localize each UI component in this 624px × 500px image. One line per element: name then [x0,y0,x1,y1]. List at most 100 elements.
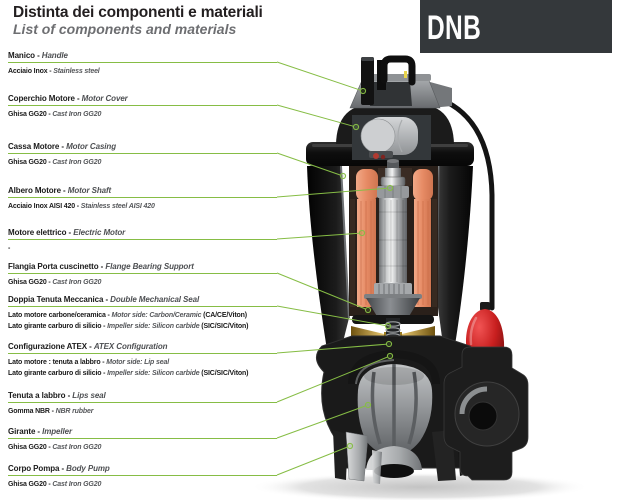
leader-endpoint [359,87,367,95]
component-row: Flangia Porta cuscinetto - Flange Bearin… [8,262,277,288]
leader-line [276,305,386,326]
callout-rule [8,475,277,476]
page-title: Distinta dei componenti e materiali [13,4,263,21]
material-line: Ghisa GG20 - Cast Iron GG20 [8,279,102,286]
callout-rule [8,62,277,63]
component-row: Cassa Motore - Motor Casing Ghisa GG20 -… [8,142,277,168]
component-materials: Ghisa GG20 - Cast Iron GG20 [8,277,277,288]
leader-line [276,104,354,127]
callout-rule [8,105,277,106]
component-name-it: Girante [8,427,36,436]
component-name-en: Flange Bearing Support [105,262,194,271]
component-materials: Gomma NBR - NBR rubber [8,406,277,417]
component-name-en: Motor Shaft [67,186,112,195]
component-materials: - [8,243,277,254]
material-line: Ghisa GG20 - Cast Iron GG20 [8,444,102,451]
callout-rule [8,153,277,154]
component-name: Tenuta a labbro - Lips seal [8,391,106,400]
leader-line [276,446,348,476]
leader-endpoint [386,352,394,360]
model-badge-label: DNB [427,9,482,47]
leader-endpoint [339,172,347,180]
leader-lines [276,61,394,476]
component-row: Doppia Tenuta Meccanica - Double Mechani… [8,295,277,332]
handle [349,55,452,109]
leader-line [276,187,388,198]
material-line: Ghisa GG20 - Cast Iron GG20 [8,159,102,166]
material-line: Lato motore carbone/ceramica - Motor sid… [8,312,247,319]
component-name-it: Cassa Motore [8,142,60,151]
component-materials: Acciaio Inox - Stainless steel [8,66,277,77]
leader-line [276,152,341,176]
component-materials: Ghisa GG20 - Cast Iron GG20 [8,479,277,490]
leader-endpoint [386,184,394,192]
component-materials: Acciaio Inox AISI 420 - Stainless steel … [8,201,277,212]
callout-rule [8,239,277,240]
component-name: Coperchio Motore - Motor Cover [8,94,128,103]
component-name-en: Motor Cover [81,94,128,103]
component-name: Girante - Impeller [8,427,73,436]
model-badge: DNB [420,0,612,53]
component-name: Albero Motore - Motor Shaft [8,186,112,195]
component-name-en: Handle [41,51,68,60]
power-cable [361,57,374,105]
leader-line [276,232,360,240]
component-name-en: ATEX Configuration [93,342,168,351]
callout-rule [8,402,277,403]
leader-endpoint [346,442,354,450]
component-row: Tenuta a labbro - Lips seal Gomma NBR - … [8,391,277,417]
motor-shaft [374,159,412,296]
leader-endpoint [358,229,366,237]
component-name: Corpo Pompa - Body Pump [8,464,110,473]
material-line: Lato girante carburo di silicio - Impell… [8,370,249,377]
ground-shadow [250,472,590,500]
component-name-en: Electric Motor [73,228,126,237]
component-row: Configurazione ATEX - ATEX Configuration… [8,342,277,379]
material-line: Lato motore : tenuta a labbro - Motor si… [8,359,169,366]
component-row: Coperchio Motore - Motor Cover Ghisa GG2… [8,94,277,120]
callout-rule [8,273,277,274]
component-name-it: Albero Motore [8,186,61,195]
leader-endpoint [384,322,392,330]
component-name-it: Manico [8,51,35,60]
motor-cover [336,106,454,160]
leader-endpoint [352,123,360,131]
component-name: Configurazione ATEX - ATEX Configuration [8,342,168,351]
component-name-en: Body Pump [66,464,110,473]
leader-line [276,272,366,310]
material-line: Acciaio Inox AISI 420 - Stainless steel … [8,203,155,210]
material-line: Lato girante carburo di silicio - Impell… [8,323,249,330]
component-name: Cassa Motore - Motor Casing [8,142,116,151]
component-name-it: Configurazione ATEX [8,342,87,351]
component-row: Girante - Impeller Ghisa GG20 - Cast Iro… [8,427,277,453]
component-name-en: Double Mechanical Seal [110,295,200,304]
component-materials: Ghisa GG20 - Cast Iron GG20 [8,442,277,453]
leader-endpoint [364,306,372,314]
terminal-dot [380,154,386,160]
component-name: Motore elettrico - Electric Motor [8,228,126,237]
impeller [357,364,433,456]
component-materials: Ghisa GG20 - Cast Iron GG20 [8,157,277,168]
material-line: Ghisa GG20 - Cast Iron GG20 [8,111,102,118]
component-name: Doppia Tenuta Meccanica - Double Mechani… [8,295,200,304]
component-name-en: Motor Casing [66,142,116,151]
component-name-it: Flangia Porta cuscinetto [8,262,99,271]
component-name-en: Impeller [42,427,73,436]
component-name-en: Lips seal [72,391,106,400]
material-line: Acciaio Inox - Stainless steel [8,68,100,75]
leader-line [276,343,387,354]
component-name-it: Corpo Pompa [8,464,60,473]
material-line: - [8,245,11,252]
component-name: Manico - Handle [8,51,68,60]
handle-loop [380,55,416,86]
leader-line [276,356,388,403]
callout-rule [8,306,277,307]
component-materials: Lato motore : tenuta a labbro - Motor si… [8,357,277,379]
material-line: Ghisa GG20 - Cast Iron GG20 [8,481,102,488]
component-name-it: Motore elettrico [8,228,67,237]
callout-rule [8,197,277,198]
callout-rule [8,438,277,439]
leader-endpoint [385,340,393,348]
